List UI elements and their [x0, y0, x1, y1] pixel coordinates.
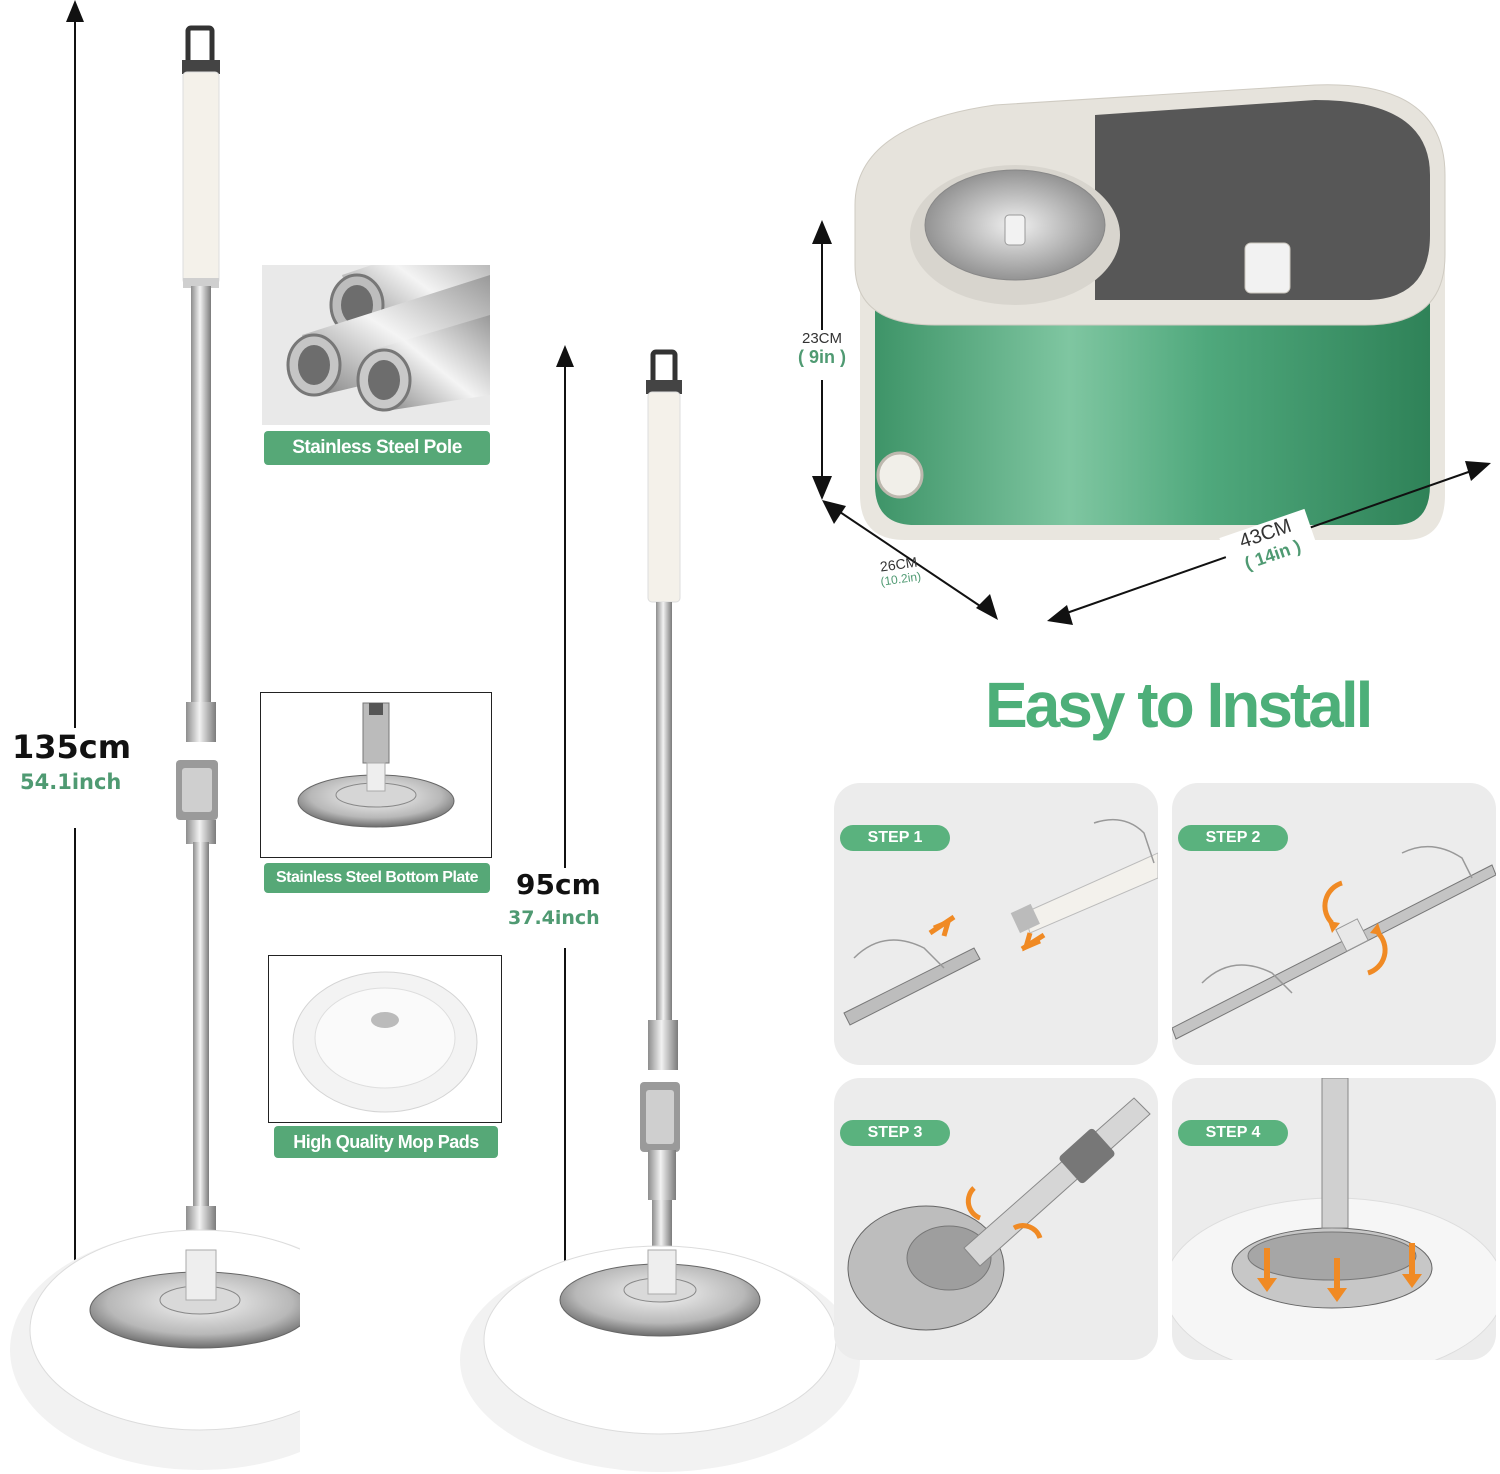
install-headline: Easy to Install — [985, 669, 1373, 741]
bucket-height-label: 23CM ( 9in ) — [790, 330, 854, 380]
height-label-long: 135cm 54.1inch — [12, 728, 142, 828]
height-cm-short: 95cm — [516, 868, 601, 901]
bucket-depth-arrow — [822, 500, 998, 620]
step-3-illustration — [847, 1097, 1151, 1331]
short-mop — [460, 349, 860, 1472]
spin-bucket — [854, 84, 1446, 540]
step-4-card: STEP 4 — [1172, 1078, 1496, 1360]
height-cm-long: 135cm — [12, 728, 132, 766]
height-inch-long: 54.1inch — [20, 770, 122, 794]
step-3-badge: STEP 3 — [840, 1120, 950, 1146]
step-1-illustration — [843, 818, 1158, 1026]
plate-feature-label: Stainless Steel Bottom Plate — [264, 863, 490, 893]
pads-feature-image — [268, 955, 502, 1123]
step-2-illustration — [1172, 845, 1496, 1040]
step-4-badge: STEP 4 — [1178, 1120, 1288, 1146]
pole-feature-label: Stainless Steel Pole — [264, 431, 490, 465]
step-1-card: STEP 1 — [834, 783, 1158, 1065]
step-2-card: STEP 2 — [1172, 783, 1496, 1065]
pads-feature-label: High Quality Mop Pads — [274, 1126, 498, 1158]
height-label-short: 95cm 37.4inch — [508, 868, 628, 948]
bucket-height-inch: ( 9in ) — [798, 347, 846, 367]
step-4-illustration — [1172, 1078, 1496, 1360]
bucket-height-cm: 23CM — [801, 330, 842, 347]
height-inch-short: 37.4inch — [508, 907, 600, 929]
plate-feature-image — [260, 692, 492, 858]
step-1-badge: STEP 1 — [840, 825, 950, 851]
tall-mop — [10, 25, 300, 1470]
step-3-card: STEP 3 — [834, 1078, 1158, 1360]
pole-feature-image — [262, 265, 490, 425]
step-2-badge: STEP 2 — [1178, 825, 1288, 851]
